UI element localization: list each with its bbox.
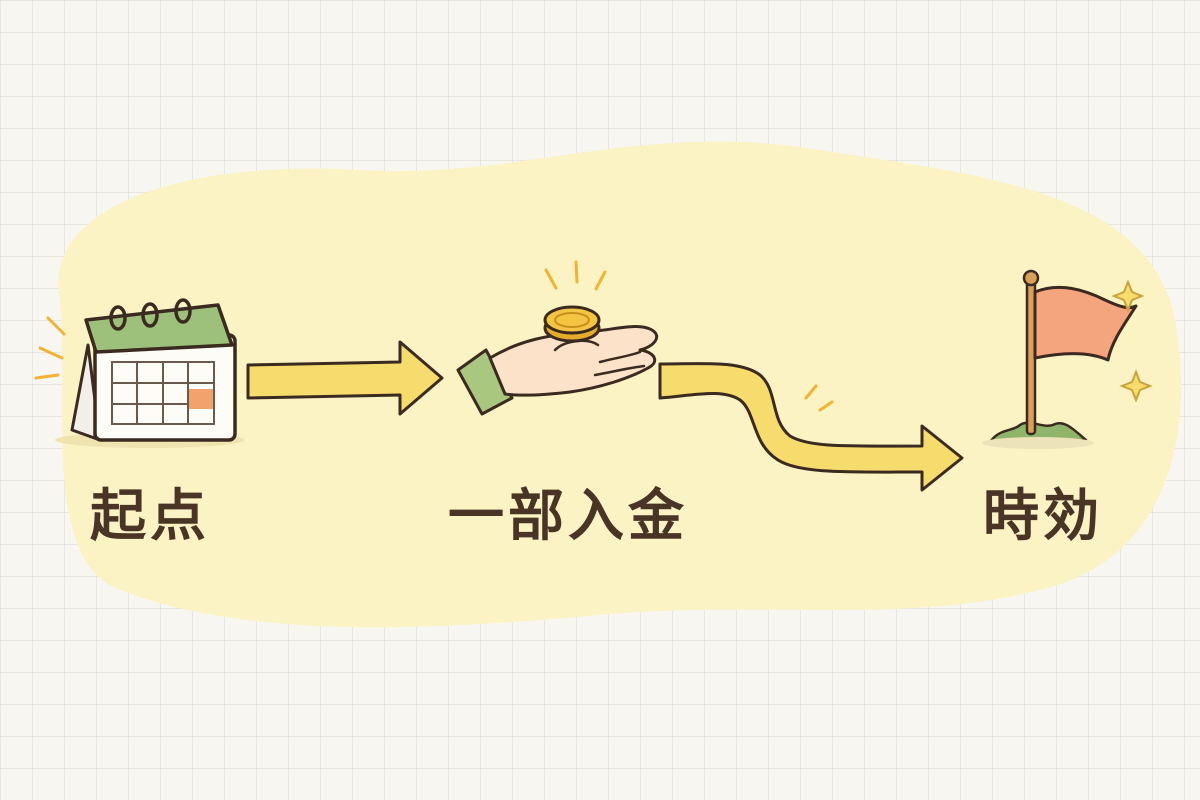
arrow-spark (804, 384, 834, 412)
calendar-icon (34, 298, 245, 448)
step-label-partial-payment: 一部入金 (448, 484, 688, 549)
arrow-start-to-payment (246, 340, 444, 416)
step-label-limitation: 時効 (983, 484, 1103, 549)
hand-coin-icon (456, 260, 659, 416)
background-blob (58, 141, 1182, 628)
arrow-payment-to-limitation (658, 362, 964, 492)
sparkle-icon (1119, 369, 1153, 403)
step-label-start: 起点 (90, 484, 210, 549)
sparkle-icon (1111, 279, 1145, 313)
flag-icon (982, 269, 1153, 449)
